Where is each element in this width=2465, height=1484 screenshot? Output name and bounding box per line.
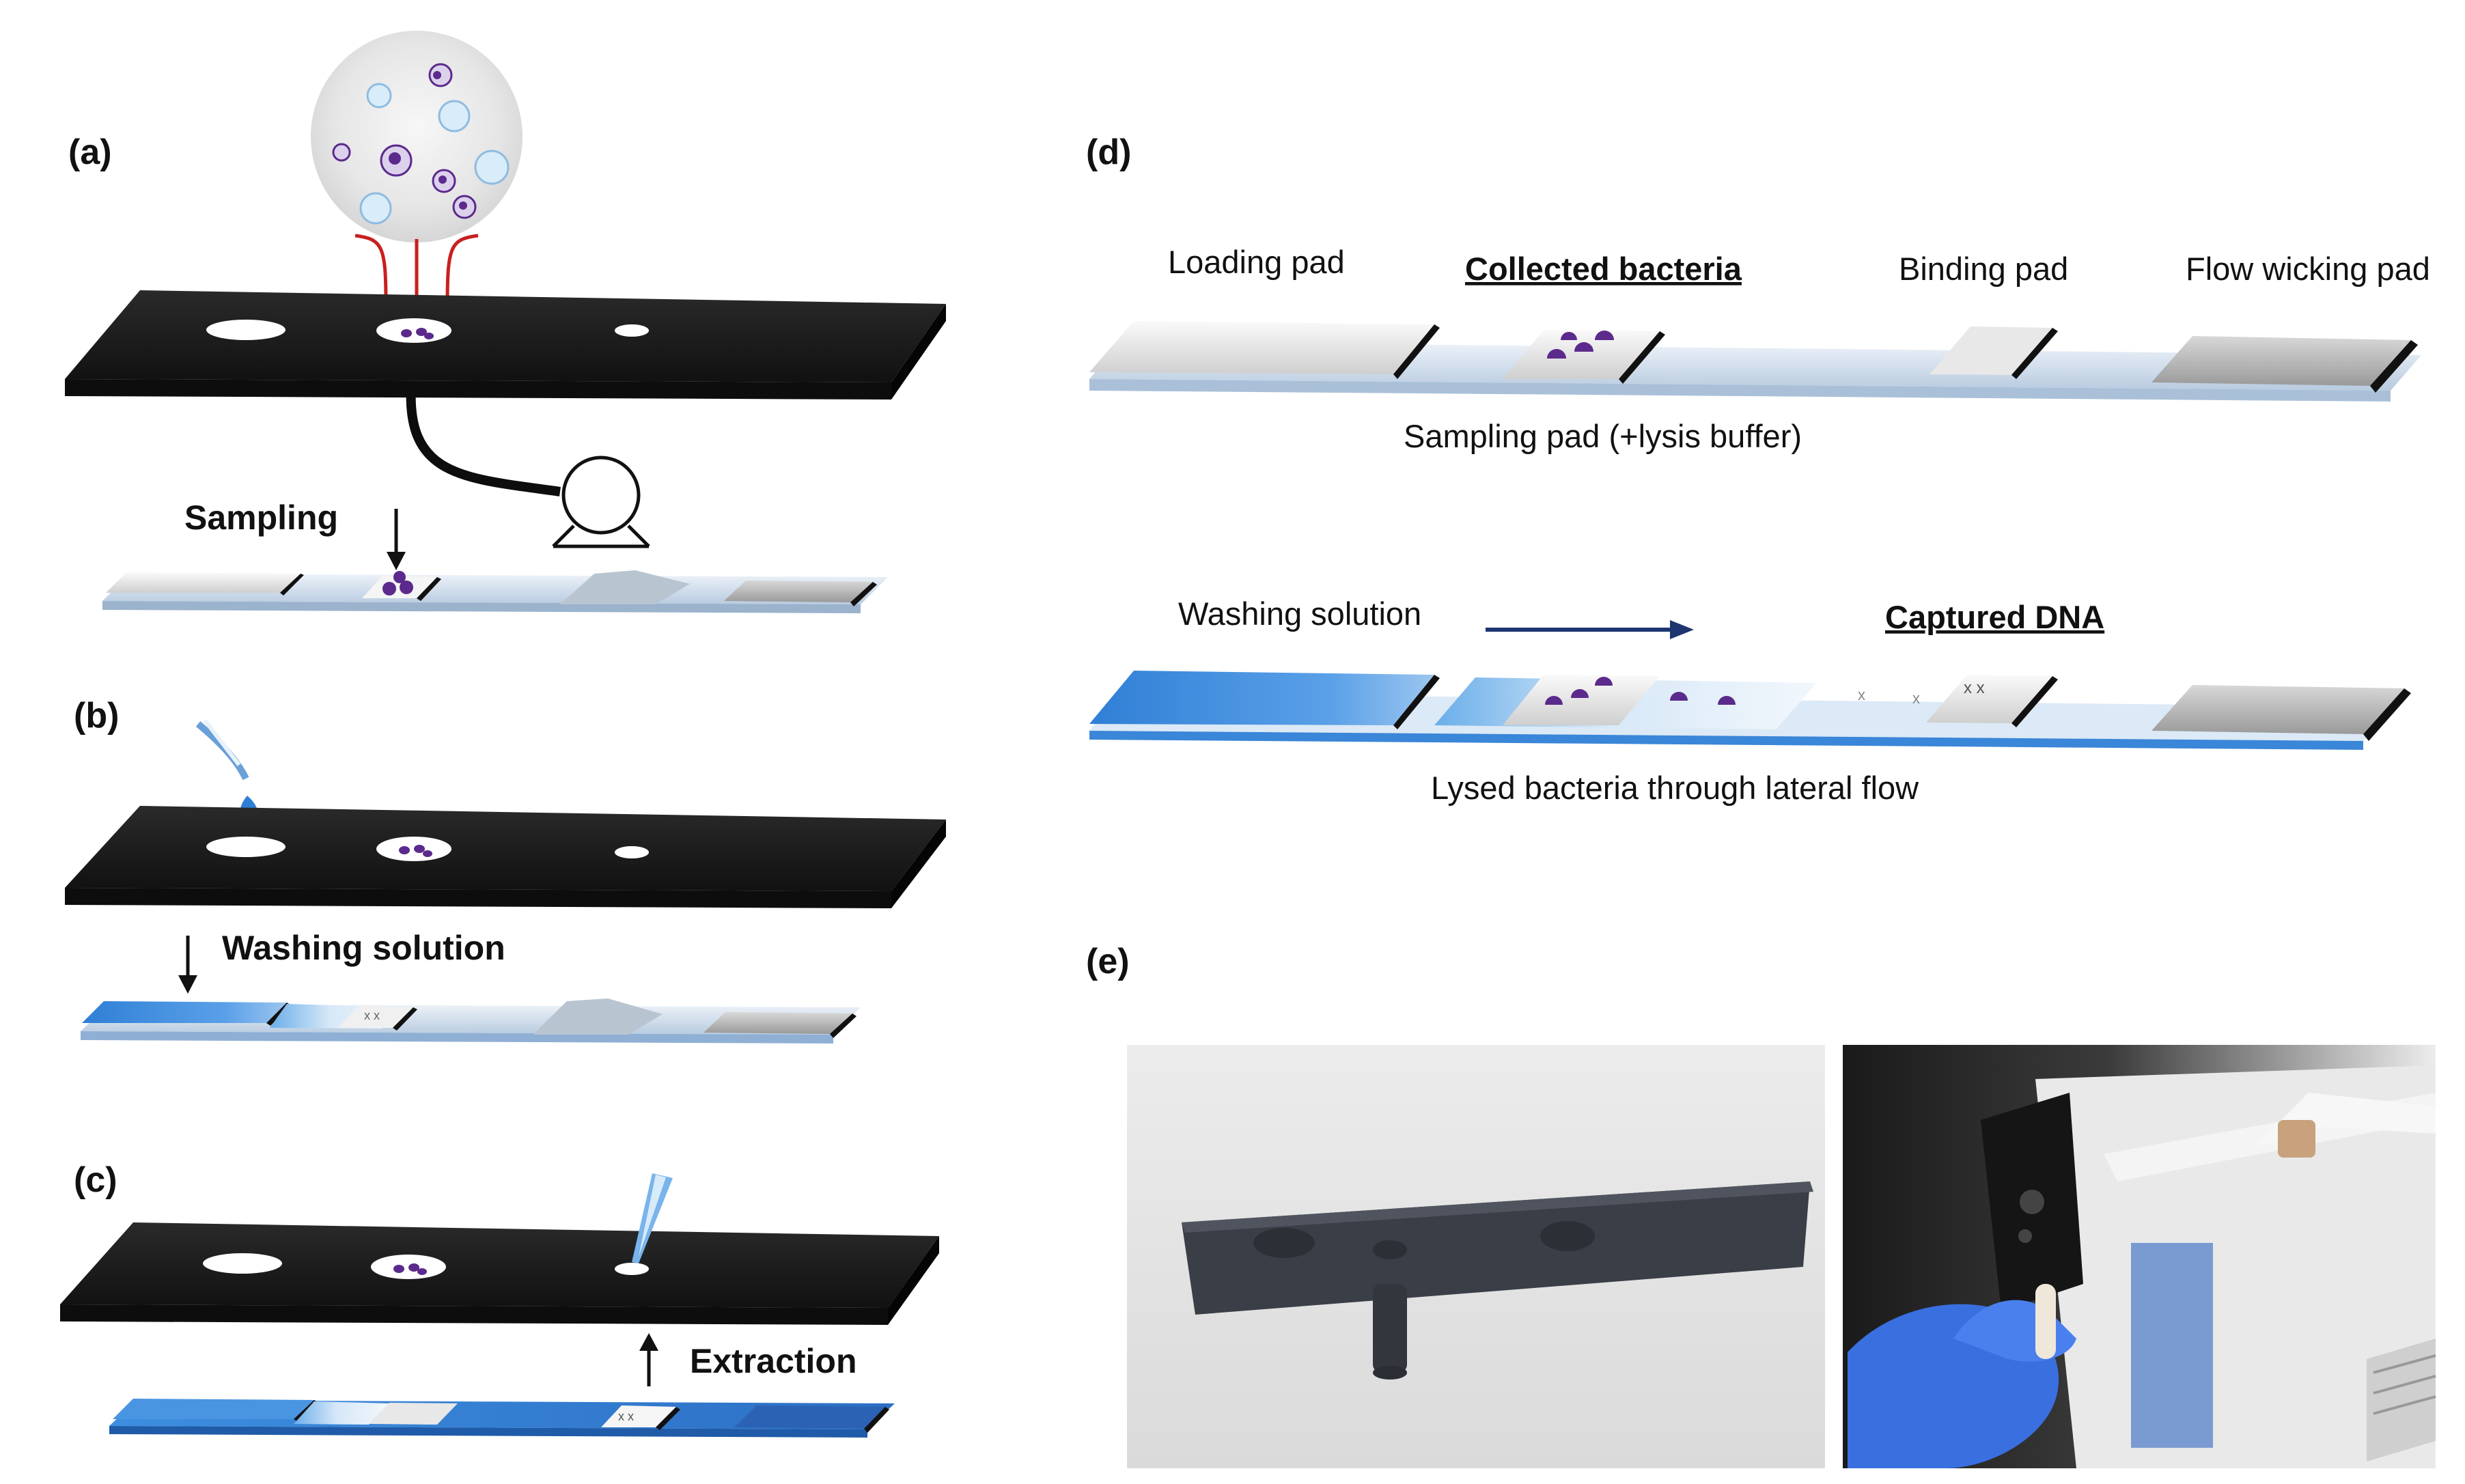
right-arrow-icon <box>1486 620 1694 639</box>
captured-dna-label: Captured DNA <box>1885 599 2104 635</box>
loading-pad-label: Loading pad <box>1168 244 1345 280</box>
lateral-flow-strip-a <box>102 570 888 613</box>
sampling-label: Sampling <box>184 499 338 537</box>
extraction-label: Extraction <box>690 1342 857 1380</box>
lateral-flow-strip-b: x x <box>81 998 861 1044</box>
panel-c-label: (c) <box>74 1160 117 1200</box>
panel-a-label: (a) <box>68 132 112 172</box>
pipette-tip-icon <box>632 1173 673 1263</box>
collected-bacteria-label: Collected bacteria <box>1465 251 1742 287</box>
lateral-flow-strip-c: x x <box>109 1399 895 1438</box>
panel-a: (a) <box>65 31 946 613</box>
pump-icon <box>552 456 650 548</box>
panel-d-label: (d) <box>1086 132 1131 172</box>
panel-c: (c) Extraction <box>60 1160 939 1438</box>
cartridge-b <box>65 806 946 908</box>
binding-pad-label: Binding pad <box>1899 251 2068 287</box>
svg-text:x x: x x <box>618 1410 634 1423</box>
flow-wicking-pad-label: Flow wicking pad <box>2186 251 2430 287</box>
panel-e-label: (e) <box>1086 942 1130 981</box>
washing-solution-d-label: Washing solution <box>1178 596 1421 632</box>
sampling-pad-label: Sampling pad (+lysis buffer) <box>1404 418 1802 454</box>
svg-text:x: x <box>1858 686 1865 703</box>
air-sample-bubble <box>311 31 523 242</box>
svg-text:x: x <box>1912 690 1920 707</box>
panel-b-label: (b) <box>74 696 119 736</box>
svg-text:x x: x x <box>364 1009 380 1022</box>
lateral-flow-strip-bottom: x x x x <box>1089 671 2411 750</box>
pump-tube <box>406 385 561 496</box>
photo-device-insertion <box>1843 1045 2436 1468</box>
panel-b: (b) Washing solution <box>65 696 946 1044</box>
lateral-flow-strip-top <box>1089 321 2421 402</box>
up-arrow-icon <box>639 1333 658 1386</box>
lysed-bacteria-label: Lysed bacteria through lateral flow <box>1431 770 1919 806</box>
panel-d: (d) Loading pad Collected bacteria Bindi… <box>1086 132 2430 806</box>
down-arrow-icon <box>387 509 406 570</box>
cartridge-c <box>60 1222 939 1325</box>
washing-solution-label: Washing solution <box>222 929 505 967</box>
photo-cartridge <box>1127 1045 1825 1468</box>
svg-text:x x: x x <box>1964 679 1985 697</box>
panel-e: (e) <box>1086 942 2436 1468</box>
cartridge-a <box>65 290 946 400</box>
down-arrow-icon <box>178 936 197 994</box>
